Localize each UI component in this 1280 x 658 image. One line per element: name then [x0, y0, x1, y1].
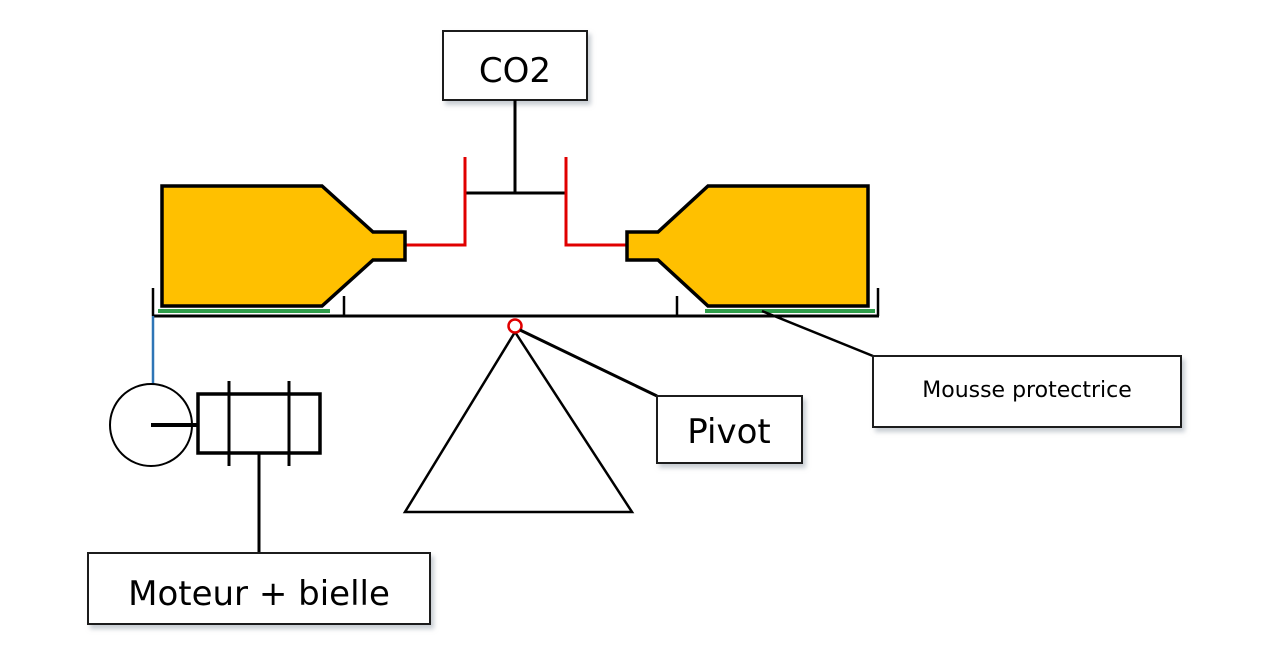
- pivot-callout: Pivot: [519, 328, 803, 464]
- pivot-triangle: [402, 329, 635, 514]
- foam-leader-line: [761, 309, 874, 358]
- motor-body: [196, 392, 322, 455]
- co2-distribution-pipes: [405, 157, 627, 247]
- pivot-support: [402, 318, 635, 514]
- motor-callout: Moteur + bielle: [87, 552, 431, 625]
- foam-label: Mousse protectrice: [922, 378, 1132, 403]
- left-bottle: [160, 184, 407, 308]
- co2-label-box: [442, 30, 588, 101]
- pivot-label: Pivot: [687, 412, 770, 452]
- foam-label-box: [872, 355, 1182, 428]
- protective-foam: [158, 309, 875, 313]
- left-pipe: [405, 157, 467, 247]
- left-foam-pad: [158, 309, 330, 313]
- right-foam-pad: [705, 309, 875, 313]
- seesaw-plate: [151, 288, 880, 318]
- right-pipe: [564, 157, 627, 247]
- right-bottle: [625, 184, 870, 308]
- motor-label: Moteur + bielle: [128, 574, 390, 614]
- motor-label-box: [87, 552, 431, 625]
- motor-assembly: [109, 316, 322, 553]
- pivot-leader-line: [519, 328, 658, 398]
- co2-label: CO2: [479, 51, 551, 91]
- foam-callout: Mousse protectrice: [761, 309, 1182, 428]
- pivot-marker: [507, 318, 523, 334]
- pivot-label-box: [656, 395, 803, 464]
- co2-supply: CO2: [442, 30, 588, 195]
